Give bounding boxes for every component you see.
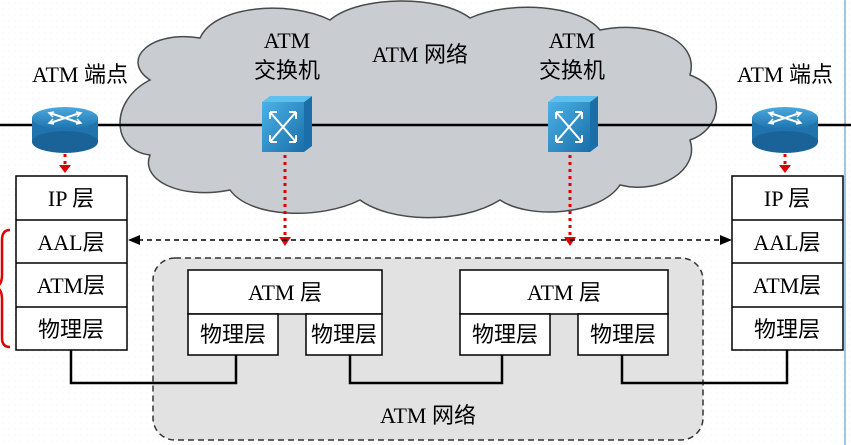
- router-left-icon: [32, 107, 98, 153]
- switch-right-atm-layer: ATM 层: [527, 280, 601, 305]
- right-atm-layer: ATM层: [753, 273, 821, 298]
- switch-right-stack: ATM 层 物理层 物理层: [459, 269, 669, 356]
- switch-left-phy-b: 物理层: [311, 322, 377, 347]
- right-physical-layer: 物理层: [754, 317, 820, 342]
- switch-right-phy-b: 物理层: [590, 322, 656, 347]
- switch-right-label-1: ATM: [549, 28, 595, 53]
- endpoint-left-label: ATM 端点: [32, 62, 128, 87]
- layer-brace: [0, 228, 11, 349]
- switch-right-label-2: 交换机: [539, 58, 605, 83]
- left-aal-layer: AAL层: [37, 230, 104, 255]
- switch-right-phy-a: 物理层: [472, 322, 538, 347]
- endpoint-right-label: ATM 端点: [737, 62, 833, 87]
- physical-links: [69, 350, 789, 385]
- cloud-label: ATM 网络: [372, 42, 468, 67]
- switch-left-phy-a: 物理层: [200, 322, 266, 347]
- red-dotted-arrows: [63, 154, 787, 238]
- left-ip-layer: IP 层: [48, 186, 94, 211]
- router-right-icon: [752, 107, 818, 153]
- left-atm-layer: ATM层: [37, 273, 105, 298]
- right-ip-layer: IP 层: [764, 186, 810, 211]
- switch-left-atm-layer: ATM 层: [248, 280, 322, 305]
- atm-switch-right-icon: [548, 96, 598, 152]
- switch-left-stack: ATM 层 物理层 物理层: [187, 269, 383, 356]
- aal-peer-arrow: [128, 235, 732, 245]
- atm-cloud: [119, 0, 718, 219]
- network-box-label: ATM 网络: [380, 403, 476, 428]
- right-aal-layer: AAL层: [753, 230, 820, 255]
- atm-switch-left-icon: [262, 96, 312, 152]
- left-protocol-stack: IP 层 AAL层 ATM层 物理层: [15, 175, 128, 351]
- switch-left-label-1: ATM: [264, 28, 310, 53]
- switch-left-label-2: 交换机: [254, 58, 320, 83]
- right-protocol-stack: IP 层 AAL层 ATM层 物理层: [731, 175, 844, 351]
- left-physical-layer: 物理层: [38, 317, 104, 342]
